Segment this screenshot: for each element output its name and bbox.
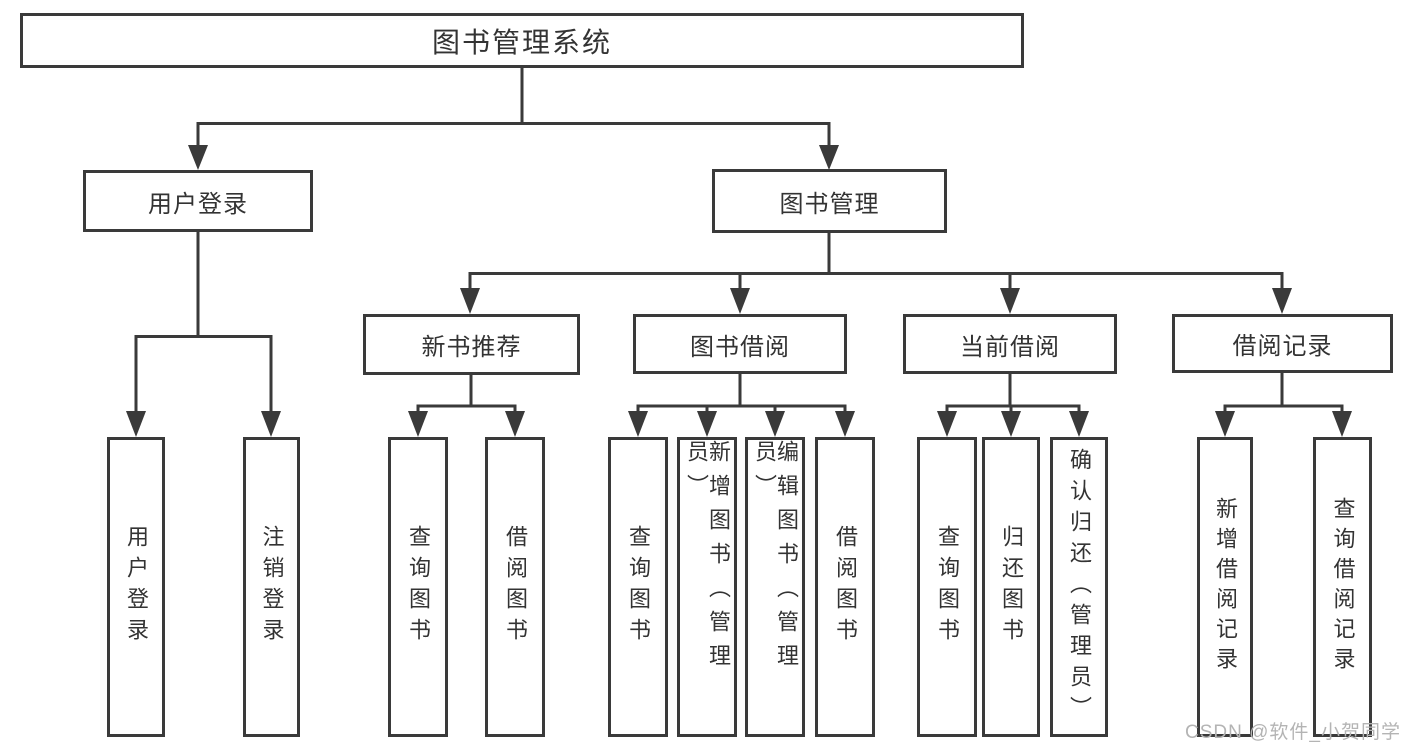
node-label: 新书推荐 [421,334,522,361]
leaf-query-books-recommend: 查询图书 [388,437,448,737]
arrowhead [730,288,750,314]
leaf-edit-books-admin: 编辑图书（管理员） [745,437,805,737]
node-book-management: 图书管理 [712,169,947,233]
leaf-logout-login: 注销登录 [243,437,300,737]
leaf-add-books-admin: 新增图书（管理员） [677,437,737,737]
node-label: 图书借阅 [690,333,790,361]
arrowhead [460,288,480,314]
node-label: 当前借阅 [960,333,1060,361]
arrowhead [697,411,717,437]
leaf-query-books-current: 查询图书 [917,437,977,737]
node-label: 借阅图书 [833,525,858,649]
node-label: 新增借阅记录 [1213,497,1238,677]
node-user-login: 用户登录 [83,170,313,232]
node-label: 用户登录 [148,190,248,218]
node-label: 查询借阅记录 [1330,497,1356,677]
leaf-user-login: 用户登录 [107,437,165,737]
node-library-system: 图书管理系统 [20,13,1024,68]
csdn-watermark: CSDN @软件_小贺同学 [1185,722,1401,743]
arrowhead [1215,411,1235,437]
node-new-book-recommendation: 新书推荐 [363,314,580,375]
leaf-borrow-books-recommend: 借阅图书 [485,437,545,737]
node-label: 图书管理系统 [431,26,612,58]
leaf-query-borrow-record: 查询借阅记录 [1313,437,1372,737]
leaf-confirm-return-admin: 确认归还（管理员） [1050,437,1108,737]
arrowhead [408,411,428,437]
node-label: 借阅记录 [1232,333,1333,360]
arrowhead [628,411,648,437]
arrowhead [937,411,957,437]
node-label: 新增图书（管理员） [684,440,731,678]
arrowhead [819,145,839,170]
node-label: 查询图书 [626,525,651,649]
node-label: 编辑图书（管理员） [752,440,799,678]
leaf-add-borrow-record: 新增借阅记录 [1197,437,1253,737]
node-book-borrowing: 图书借阅 [633,314,847,374]
leaf-return-books: 归还图书 [982,437,1040,737]
node-label: 查询图书 [935,525,960,649]
node-label: 注销登录 [259,525,285,649]
arrowhead [1069,411,1089,437]
arrowhead [505,411,525,437]
arrowhead [188,145,208,170]
arrowhead [1000,288,1020,314]
node-borrowing-records: 借阅记录 [1172,314,1393,373]
arrowhead [126,411,146,437]
node-label: 图书管理 [779,190,880,218]
arrowhead [261,411,281,437]
arrowhead [1332,411,1352,437]
node-label: 查询图书 [406,525,431,649]
arrowhead [835,411,855,437]
connector-line [134,68,1344,413]
leaf-borrow-books-borrow: 借阅图书 [815,437,875,737]
node-label: 确认归还（管理员） [1067,447,1092,727]
node-label: 借阅图书 [503,525,528,649]
arrowhead [1272,288,1292,314]
node-current-borrowing: 当前借阅 [903,314,1117,374]
node-label: 归还图书 [999,525,1024,649]
leaf-query-books-borrow: 查询图书 [608,437,668,737]
node-label: 用户登录 [124,525,149,649]
arrowhead [1001,411,1021,437]
arrowhead [765,411,785,437]
